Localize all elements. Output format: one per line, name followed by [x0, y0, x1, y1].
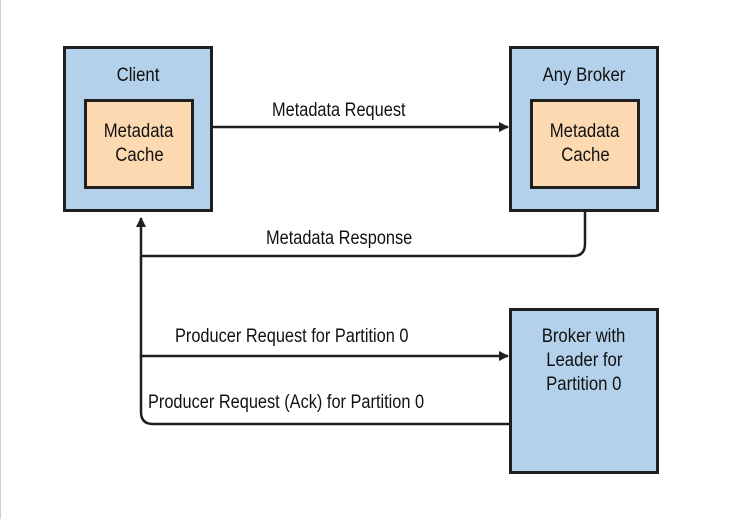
metadata-request-label: Metadata Request	[272, 100, 406, 121]
client-node: Client Metadata Cache	[63, 46, 213, 212]
any-broker-title: Any Broker	[542, 65, 626, 86]
leader-broker-node: Broker with Leader for Partition 0	[509, 308, 659, 474]
leader-broker-line1: Broker with	[542, 326, 626, 347]
leader-broker-line2: Leader for	[545, 350, 623, 371]
client-title: Client	[116, 65, 160, 86]
producer-request-label: Producer Request for Partition 0	[175, 326, 409, 347]
left-border-line	[0, 0, 1, 519]
producer-ack-line	[139, 356, 512, 426]
client-cache-line1: Metadata	[104, 121, 174, 142]
client-cache-line2: Cache	[114, 145, 164, 166]
any-broker-node: Any Broker Metadata Cache	[509, 46, 659, 212]
metadata-response-label: Metadata Response	[266, 228, 413, 249]
broker-cache-line1: Metadata	[550, 121, 620, 142]
broker-cache-line2: Cache	[560, 145, 610, 166]
leader-broker-label: Broker with Leader for Partition 0	[512, 325, 656, 397]
client-metadata-cache: Metadata Cache	[84, 99, 194, 189]
leader-broker-line3: Partition 0	[546, 374, 622, 395]
metadata-response-arrow	[136, 212, 587, 258]
broker-metadata-cache: Metadata Cache	[530, 99, 640, 189]
producer-ack-label: Producer Request (Ack) for Partition 0	[148, 392, 425, 413]
